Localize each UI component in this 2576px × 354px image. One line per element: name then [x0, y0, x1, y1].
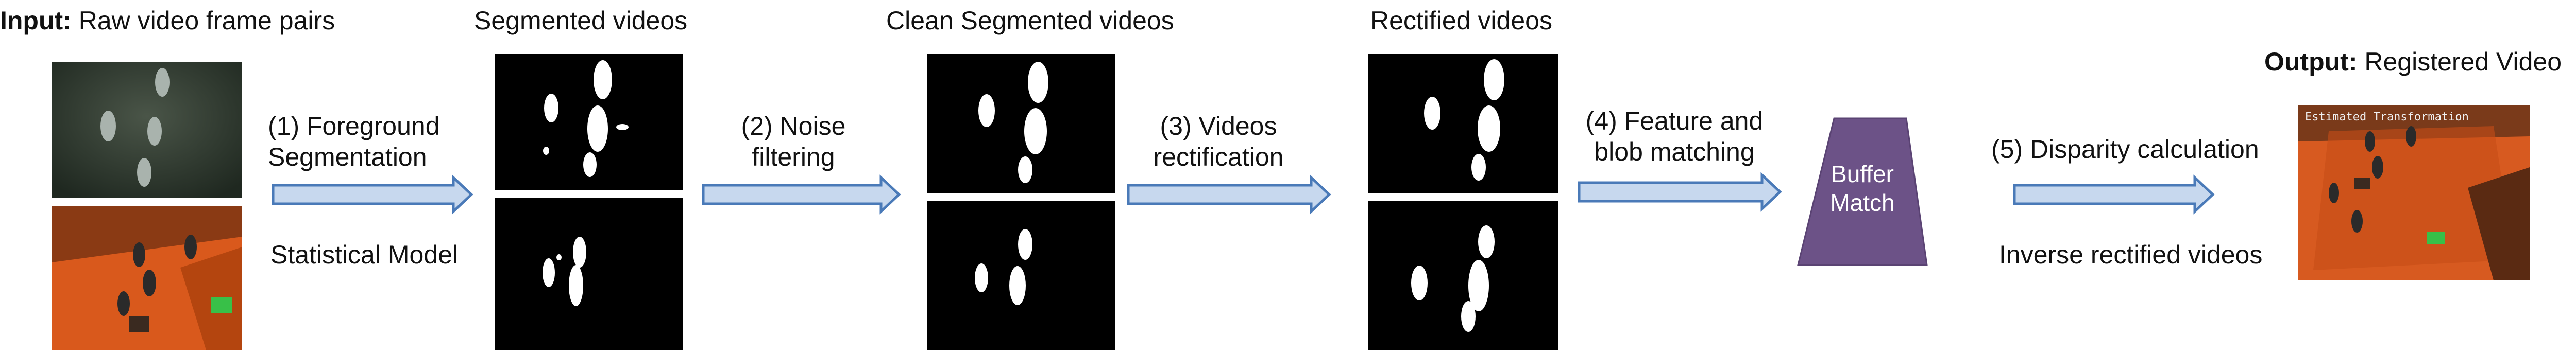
arrow-step4 — [1578, 172, 1782, 212]
rectified-frame-bottom — [1368, 201, 1558, 350]
output-label-bold: Output: — [2264, 47, 2358, 76]
step1-line1: (1) Foreground — [268, 112, 440, 140]
clean-frame-top — [927, 54, 1115, 193]
step4-line1: (4) Feature and — [1585, 107, 1764, 135]
segmented-title: Segmented videos — [474, 6, 688, 35]
step3-label: (3) Videos rectification — [1131, 111, 1306, 172]
rectified-frame-top — [1368, 54, 1558, 193]
arrow-step2 — [702, 174, 901, 215]
clean-bottom-blobs — [975, 229, 1032, 305]
step3-line2: rectification — [1153, 143, 1284, 171]
segmented-top-blobs — [543, 60, 629, 177]
step1-sub: Statistical Model — [270, 240, 459, 269]
step2-line2: filtering — [752, 143, 835, 171]
output-frame: Estimated Transformation — [2298, 105, 2530, 280]
segmented-frame-bottom — [495, 198, 683, 350]
rectified-top-blobs — [1424, 59, 1504, 181]
step5-label: (5) Disparity calculation — [1991, 135, 2259, 164]
input-label-text: Raw video frame pairs — [71, 6, 335, 35]
output-overlay-text: Estimated Transformation — [2305, 111, 2469, 123]
step2-line1: (2) Noise — [741, 112, 846, 140]
input-frame-top — [52, 62, 242, 198]
input-label: Input: Raw video frame pairs — [0, 5, 335, 36]
clean-top-blobs — [978, 62, 1048, 183]
input-frame-bottom — [52, 206, 242, 350]
step2-label: (2) Noise filtering — [711, 111, 876, 172]
rectified-bottom-blobs — [1411, 225, 1495, 332]
step4-line2: blob matching — [1594, 137, 1755, 166]
segmented-bottom-blobs — [543, 237, 586, 306]
input-label-bold: Input: — [0, 6, 72, 35]
arrow-step5 — [2013, 174, 2215, 215]
buffer-match-label: Buffer Match — [1798, 160, 1927, 217]
buffer-line2: Match — [1830, 189, 1895, 216]
segmented-frame-top — [495, 54, 683, 190]
input-frame-top-image — [52, 62, 242, 198]
step5-sub: Inverse rectified videos — [1999, 240, 2263, 269]
output-frame-image — [2298, 105, 2530, 280]
arrow-step1 — [272, 174, 473, 215]
output-label-text: Registered Video — [2357, 47, 2562, 76]
buffer-line1: Buffer — [1831, 161, 1894, 187]
step4-label: (4) Feature and blob matching — [1577, 105, 1772, 167]
clean-title: Clean Segmented videos — [886, 6, 1174, 35]
step1-label: (1) Foreground Segmentation — [268, 111, 440, 172]
step1-line2: Segmentation — [268, 143, 427, 171]
input-frame-bottom-image — [52, 206, 242, 350]
rectified-title: Rectified videos — [1370, 6, 1552, 35]
output-label: Output: Registered Video — [2264, 46, 2562, 77]
clean-frame-bottom — [927, 201, 1115, 350]
arrow-step3 — [1127, 174, 1331, 215]
step3-line1: (3) Videos — [1160, 112, 1277, 140]
